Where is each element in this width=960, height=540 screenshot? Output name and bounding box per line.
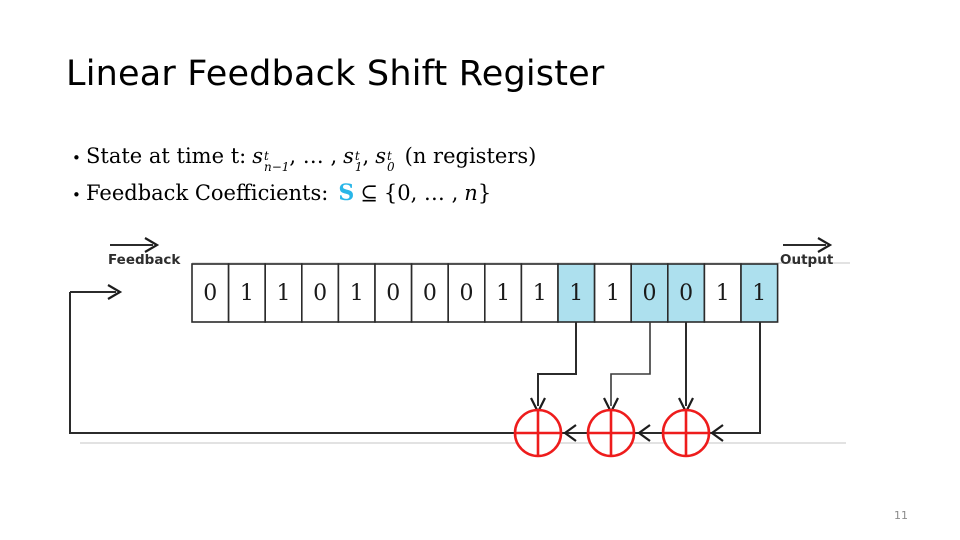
- feedback-label-arrowhead: [144, 237, 160, 253]
- register-cell-13-value: 0: [643, 281, 657, 306]
- register-cell-5-box: [337, 263, 376, 323]
- feedback-return-wire: [69, 292, 538, 434]
- set-variable-n: n: [464, 181, 478, 205]
- register-cell-9-box: [483, 263, 523, 323]
- register-cell-2-value: 1: [240, 281, 254, 306]
- bullet-item-coefficients-text: Feedback Coefficients: S ⊆ {0, … , n }: [86, 180, 491, 206]
- register-cell-4-box: [301, 263, 340, 323]
- page-number: 11: [894, 509, 908, 522]
- register-cell-7-value: 0: [423, 281, 437, 306]
- subset-relation-symbol: ⊆: [360, 181, 378, 205]
- page-title: Linear Feedback Shift Register: [66, 54, 605, 94]
- xor-gate-1[interactable]: [513, 408, 563, 458]
- register-cell-12[interactable]: 1: [593, 263, 632, 323]
- register-cell-10[interactable]: 1: [520, 263, 559, 323]
- state-trail-text: (n registers): [404, 144, 537, 168]
- register-cell-16-box: [740, 263, 779, 323]
- state-symbol-3-scripts: t 0: [387, 149, 395, 174]
- bullet-item-state: • State at time t: s t n−1 , … , s t 1 ,…: [64, 144, 884, 175]
- register-cell-8-value: 0: [460, 281, 474, 306]
- output-label-group: Output: [780, 237, 834, 268]
- tap-wire-cell-13: [610, 322, 651, 406]
- register-cell-11-box: [557, 263, 596, 323]
- register-cell-9-value: 1: [496, 281, 510, 306]
- state-symbol-3-superscript: t: [387, 149, 392, 163]
- output-label-arrowhead: [817, 237, 833, 253]
- register-cell-11-value: 1: [569, 281, 583, 306]
- state-comma-1: , … ,: [289, 144, 338, 168]
- state-symbol-3-base: s: [375, 144, 387, 168]
- bullet-item-state-text: State at time t: s t n−1 , … , s t 1 , s…: [86, 144, 536, 175]
- chain-arrowhead-2: [637, 424, 651, 442]
- xor-gate-3[interactable]: [661, 408, 711, 458]
- state-symbol-2-base: s: [343, 144, 354, 168]
- register-cell-14[interactable]: 0: [666, 263, 706, 323]
- register-cell-3-value: 1: [277, 281, 291, 306]
- register-cell-9[interactable]: 1: [483, 263, 523, 323]
- register-cell-6[interactable]: 0: [374, 263, 413, 323]
- feedback-input-arrow: [70, 284, 123, 300]
- feedback-label-text: Feedback: [108, 252, 181, 268]
- state-symbol-2-scripts: t 1: [354, 149, 363, 174]
- chain-arrowhead-1: [563, 424, 577, 442]
- register-cell-11[interactable]: 1: [557, 263, 596, 323]
- bullet-marker: •: [72, 149, 81, 167]
- state-symbol-2-superscript: t: [354, 149, 360, 163]
- chain-arrowhead-3: [710, 424, 724, 442]
- register-cell-16-value: 1: [752, 281, 766, 306]
- coefficient-set-symbol: S: [338, 180, 355, 206]
- register-cell-1[interactable]: 0: [191, 263, 230, 323]
- state-symbol-1-scripts: t n−1: [264, 149, 290, 174]
- register-cell-4-value: 0: [313, 281, 327, 306]
- register-cell-16[interactable]: 1: [740, 263, 779, 323]
- tap-wire-cell-11: [537, 322, 577, 406]
- output-label-text: Output: [780, 252, 834, 268]
- register-cell-5[interactable]: 1: [337, 263, 376, 323]
- state-symbol-3-subscript: 0: [387, 160, 395, 174]
- coefficients-lead-text: Feedback Coefficients:: [86, 181, 329, 205]
- state-symbol-1-base: s: [252, 144, 263, 168]
- register-cell-12-value: 1: [606, 281, 620, 306]
- register-cell-15[interactable]: 1: [703, 263, 742, 323]
- state-symbol-2-subscript: 1: [354, 160, 363, 174]
- xor-gate-2[interactable]: [586, 408, 636, 458]
- set-open-bracket: {0, … ,: [383, 181, 459, 205]
- state-symbol-1-superscript: t: [264, 149, 269, 163]
- register-cell-15-value: 1: [716, 281, 730, 306]
- register-cell-2-box: [227, 263, 267, 323]
- register-cell-3[interactable]: 1: [264, 263, 303, 323]
- register-cell-1-box: [191, 263, 230, 323]
- register-cell-6-value: 0: [386, 281, 400, 306]
- register-cell-4[interactable]: 0: [301, 263, 340, 323]
- feedback-label-group: Feedback: [108, 237, 181, 268]
- register-cell-3-box: [264, 263, 303, 323]
- register-cell-14-value: 0: [679, 281, 693, 306]
- bullet-item-coefficients: • Feedback Coefficients: S ⊆ {0, … , n }: [64, 180, 884, 206]
- feedback-input-arrowhead: [107, 284, 123, 300]
- state-lead-text: State at time t:: [86, 144, 247, 168]
- register-cell-5-value: 1: [350, 281, 364, 306]
- register-cell-6-box: [374, 263, 413, 323]
- register-cell-10-value: 1: [533, 281, 547, 306]
- register-cell-7[interactable]: 0: [410, 263, 450, 323]
- set-close-bracket: }: [477, 181, 492, 205]
- register-cell-8[interactable]: 0: [447, 263, 486, 323]
- register-cell-13[interactable]: 0: [630, 263, 669, 323]
- bullet-list: • State at time t: s t n−1 , … , s t 1 ,…: [64, 144, 884, 211]
- bullet-marker: •: [72, 186, 81, 204]
- state-comma-2: ,: [362, 144, 370, 168]
- state-symbol-1-subscript: n−1: [264, 160, 290, 174]
- register-cell-14-box: [666, 263, 706, 323]
- register-cell-1-value: 0: [203, 281, 217, 306]
- register-cell-2[interactable]: 1: [227, 263, 267, 323]
